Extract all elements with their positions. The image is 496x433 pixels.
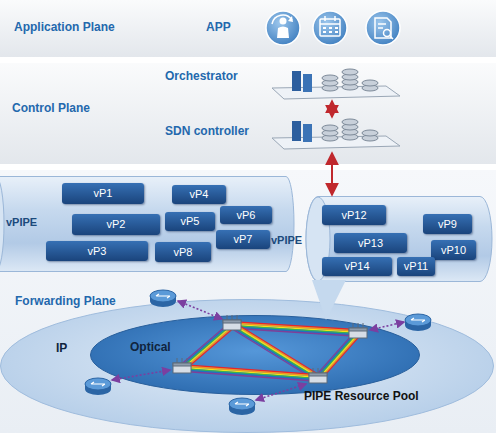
virtual-pipe: vP12 — [322, 205, 386, 225]
callout-tail — [312, 280, 346, 320]
optical-link-stroke — [318, 333, 358, 378]
pipe-label: vP11 — [404, 260, 428, 273]
pipe-label: vP10 — [441, 244, 466, 257]
virtual-pipe: vP11 — [397, 257, 435, 276]
optical-link-stroke — [182, 371, 318, 381]
virtual-pipe: vP9 — [423, 214, 472, 234]
pipe-label: vP7 — [234, 233, 253, 246]
node-label: vPIPE — [6, 215, 37, 229]
pipe-label: vP2 — [107, 218, 126, 231]
virtual-pipe: vP14 — [322, 257, 392, 276]
node-label: SDN controller — [165, 124, 249, 138]
network-illustration — [0, 292, 496, 433]
pipe-label: vP4 — [190, 188, 209, 201]
ip-layer-ellipse: Forwarding PlaneIP Optical — [0, 292, 496, 433]
virtual-pipe: vP8 — [155, 242, 211, 262]
vpipe-cylinder: vPIPE vP12 vP9 vP13 vP10 vP14 vP11 — [268, 196, 492, 282]
pool-label: PIPE Resource Pool — [304, 389, 419, 403]
node-label: Forwarding Plane — [15, 294, 116, 308]
virtual-pipe: vP1 — [62, 183, 144, 204]
node-label: Optical — [130, 340, 171, 354]
node-label: Orchestrator — [165, 69, 238, 83]
control-arrow — [331, 101, 333, 117]
optical-link-stroke — [182, 325, 232, 368]
optical-link-stroke — [233, 323, 319, 376]
pipe-label: vP5 — [181, 215, 200, 228]
optical-link-stroke — [182, 370, 318, 380]
pipe-label: vP6 — [237, 209, 256, 222]
node-label: Application Plane — [14, 20, 115, 34]
pipe-label: vP8 — [174, 246, 193, 259]
pipe-label: vP3 — [88, 245, 107, 258]
pipe-label: vP13 — [358, 237, 383, 250]
virtual-pipe: vP10 — [431, 240, 476, 260]
node-label: IP — [56, 341, 67, 355]
virtual-pipe: vP5 — [165, 212, 215, 231]
plane-band: Application Plane APP — [0, 0, 496, 57]
pipe-label: vP1 — [94, 187, 113, 200]
optical-link-stroke — [182, 325, 232, 368]
virtual-pipe: vP2 — [72, 214, 160, 235]
plane-band: Control Plane Orchestrator SDN controlle… — [0, 63, 496, 164]
optical-link-stroke — [234, 322, 320, 375]
pipe-label: vP9 — [438, 218, 457, 231]
orchestrator-platform: Orchestrator — [160, 66, 410, 100]
optical-link-stroke — [180, 323, 230, 366]
virtual-pipe: vP4 — [172, 185, 226, 204]
node-label: Control Plane — [12, 101, 90, 115]
virtual-pipe: vP6 — [220, 206, 272, 224]
pipe-label: vP14 — [344, 260, 369, 273]
node-label: vPIPE — [271, 233, 302, 247]
node-label: APP — [206, 20, 231, 34]
virtual-pipe: vP3 — [46, 241, 148, 261]
optical-link-stroke — [184, 327, 234, 370]
optical-link-stroke — [182, 369, 318, 379]
control-arrow — [331, 153, 333, 195]
optical-link-stroke — [318, 333, 358, 378]
virtual-pipe: vP7 — [216, 230, 270, 249]
virtual-pipe: vP13 — [334, 233, 407, 253]
vpipe-cylinder: vPIPE vP1 vP4 vP6 vP2 vP5 vP7 vP3 vP8 — [0, 176, 294, 272]
pipe-label: vP12 — [341, 209, 366, 222]
controller-platform: SDN controller — [160, 118, 410, 152]
